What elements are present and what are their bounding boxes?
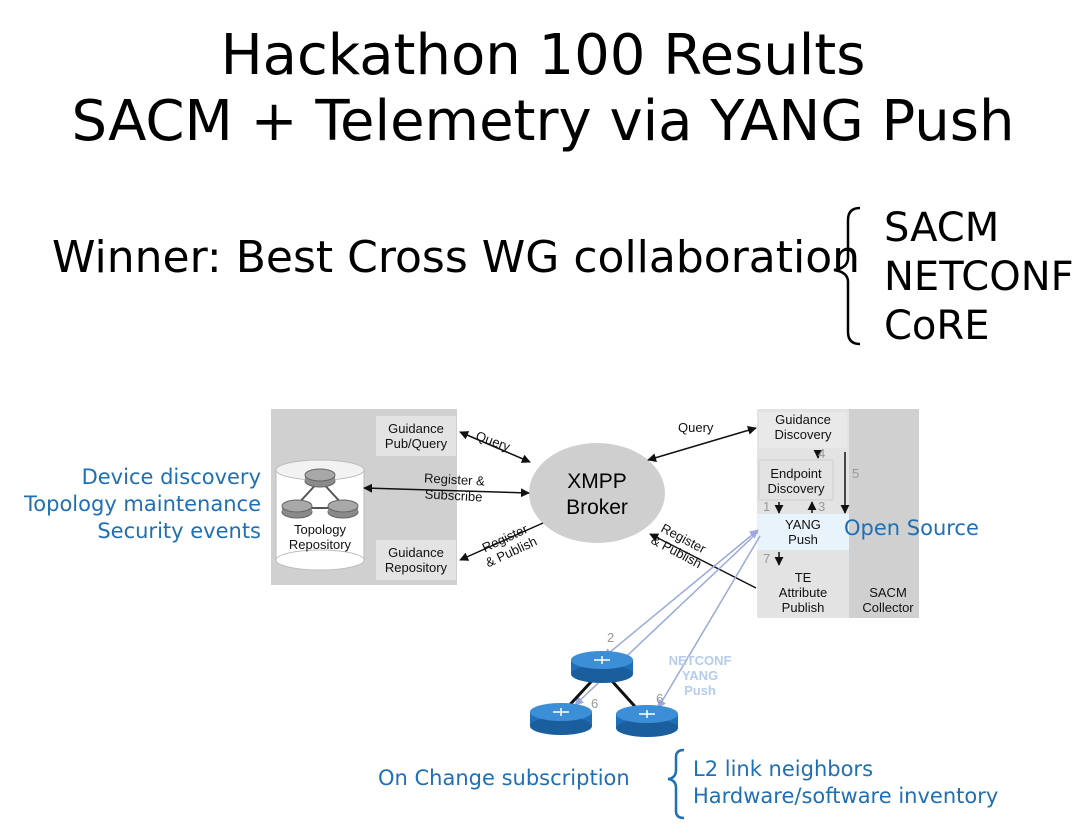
label-endpoint-discovery: Endpoint Discovery: [767, 466, 825, 496]
label-topology-repository: Topology Repository: [288, 522, 352, 552]
label-yang-push: YANG Push: [785, 517, 821, 547]
endpoint-discovery-box: [758, 459, 834, 501]
label-guidance-discovery: Guidance Discovery: [774, 412, 832, 442]
yang-push-box: [757, 514, 849, 550]
winner-brace: [833, 206, 861, 346]
guidance-repository-box: [376, 540, 456, 580]
label-xmpp-broker: XMPP Broker: [566, 470, 628, 519]
step-3: 3: [818, 499, 826, 514]
note-device-discovery: Device discovery: [81, 465, 261, 489]
step-5: 5: [852, 466, 860, 481]
mini-router-icons: [281, 468, 359, 519]
note-security-events: Security events: [97, 519, 261, 543]
title-line-2: SACM + Telemetry via YANG Push: [71, 89, 1015, 154]
title-line-1: Hackathon 100 Results: [220, 23, 866, 88]
guidance-discovery-box: [759, 412, 847, 448]
step-6b: 6: [656, 691, 664, 706]
label-guidance-pub-query: Guidance Pub/Query: [384, 421, 448, 451]
note-topology-maintenance: Topology maintenance: [24, 492, 261, 516]
label-register-subscribe: Register & Subscribe: [423, 470, 486, 505]
wg-sacm: SACM: [884, 205, 1000, 251]
label-te-attribute-publish: TE Attribute Publish: [778, 570, 828, 615]
step-4: 4: [818, 446, 826, 461]
label-query-right: Query: [678, 420, 714, 435]
winner-statement: Winner: Best Cross WG collaboration: [52, 232, 861, 283]
step-2: 2: [607, 630, 615, 645]
wg-core: CoRE: [884, 303, 990, 349]
te-attribute-publish-box: [757, 566, 849, 618]
bottom-brace: [667, 748, 685, 820]
guidance-pub-query-box: [376, 416, 456, 456]
on-change-subscription: On Change subscription: [378, 766, 630, 790]
router-icons: [530, 651, 678, 737]
open-source-label: Open Source: [844, 516, 979, 540]
step-6a: 6: [591, 696, 599, 711]
step-7: 7: [763, 551, 771, 566]
label-guidance-repository: Guidance Repository: [384, 545, 448, 575]
xmpp-broker-ellipse: [529, 443, 665, 543]
item-hardware-software-inventory: Hardware/software inventory: [693, 784, 999, 808]
label-sacm-collector: SACM Collector: [862, 585, 914, 615]
wg-netconf: NETCONF: [884, 254, 1074, 300]
item-l2-link-neighbors: L2 link neighbors: [693, 757, 874, 781]
label-netconf-yang-push: NETCONF YANG Push: [668, 653, 732, 698]
step-1: 1: [763, 499, 771, 514]
